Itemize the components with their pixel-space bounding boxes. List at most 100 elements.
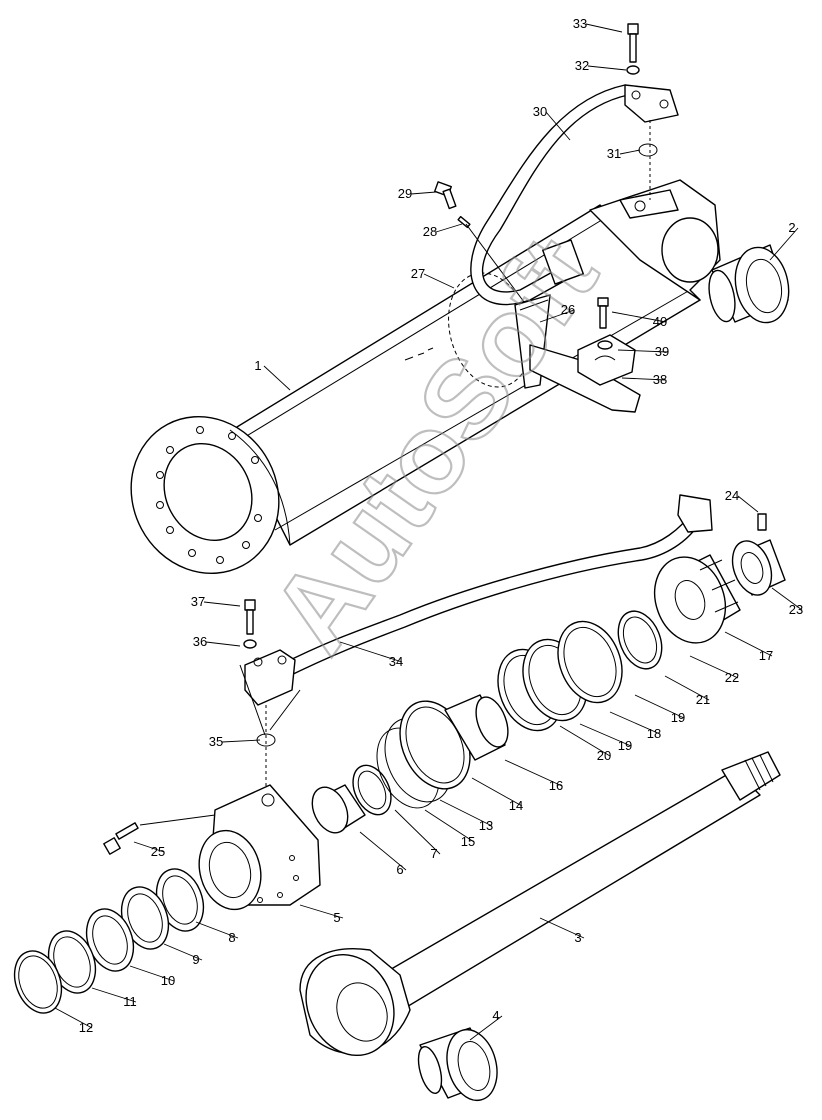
callout-leader-c40	[611, 311, 667, 323]
callout-label-c20: 20	[597, 748, 611, 763]
part-16-sleeve	[444, 694, 509, 761]
part-2-bushing	[708, 244, 790, 324]
callout-label-c31: 31	[607, 146, 621, 161]
callout-leader-c15	[424, 809, 475, 843]
callout-label-c35: 35	[209, 734, 223, 749]
callout-leader-c18	[609, 711, 661, 735]
callout-leader-c36	[205, 641, 241, 647]
part-6-bushing	[311, 784, 366, 834]
callout-label-c12: 12	[79, 1020, 93, 1035]
part-24-set-screw	[757, 513, 767, 531]
callout-leader-c2	[769, 227, 799, 261]
callout-label-c34: 34	[389, 654, 403, 669]
callout-label-c40: 40	[653, 314, 667, 329]
callout-label-c26: 26	[561, 302, 575, 317]
callout-label-c9: 9	[192, 952, 199, 967]
callout-label-c18: 18	[647, 726, 661, 741]
callout-leader-c25	[133, 841, 165, 853]
callout-label-c7: 7	[430, 846, 437, 861]
callout-label-c4: 4	[492, 1008, 499, 1023]
callout-label-c1: 1	[254, 358, 261, 373]
callout-label-c28: 28	[423, 224, 437, 239]
callout-label-c19b: 19	[671, 710, 685, 725]
callout-leader-c11	[91, 987, 137, 1003]
callout-leader-c39	[617, 349, 669, 353]
callout-leader-c31	[619, 149, 641, 155]
callout-label-c6: 6	[396, 862, 403, 877]
callout-label-c15: 15	[461, 834, 475, 849]
part-4-bushing	[417, 1027, 498, 1102]
callout-leader-c27	[423, 273, 455, 289]
part-callouts: 1234567891011121314151617181919202122232…	[54, 16, 803, 1041]
callout-leader-c7	[394, 809, 441, 855]
callout-leader-c19b	[634, 694, 685, 719]
part-32-washer	[626, 65, 640, 75]
part-40-bolt	[597, 297, 609, 329]
callout-label-c5: 5	[333, 910, 340, 925]
part-28-pin	[457, 215, 471, 229]
callout-leader-c17	[724, 631, 773, 657]
callout-leader-c6	[359, 831, 407, 871]
part-5-rod-head	[198, 784, 321, 911]
callout-label-c37: 37	[191, 594, 205, 609]
callout-leader-c14	[471, 777, 523, 807]
callout-leader-c30	[545, 111, 571, 141]
callout-label-c24: 24	[725, 488, 739, 503]
seal-rings-left	[13, 868, 205, 1014]
callout-leader-c3	[539, 917, 585, 939]
callout-leader-c32	[587, 65, 627, 71]
callout-label-c21: 21	[696, 692, 710, 707]
callout-leader-c20	[559, 725, 611, 757]
flange-bolt-holes	[156, 426, 262, 564]
callout-leader-c21	[664, 675, 710, 701]
callout-leader-c37	[203, 601, 241, 607]
part-39-nut	[597, 340, 613, 350]
callout-leader-c10	[129, 965, 175, 982]
part-38-bracket	[529, 334, 641, 413]
callout-label-c25: 25	[151, 844, 165, 859]
callout-leader-c9	[163, 943, 203, 961]
part-31-oring	[638, 143, 658, 157]
callout-label-c16: 16	[549, 778, 563, 793]
callout-label-c11: 11	[123, 994, 137, 1009]
part-17-piston	[653, 554, 741, 644]
callout-leader-c24	[737, 495, 759, 513]
callout-leader-c38	[621, 377, 667, 381]
callout-label-c39: 39	[655, 344, 669, 359]
callout-leader-c22	[689, 655, 739, 679]
part-25-bolt	[103, 822, 139, 855]
callout-label-c29: 29	[398, 186, 412, 201]
callout-leader-c4	[469, 1015, 503, 1041]
callout-label-c33: 33	[573, 16, 587, 31]
callout-label-c2: 2	[788, 220, 795, 235]
callout-label-c13: 13	[479, 818, 493, 833]
callout-label-c17: 17	[759, 648, 773, 663]
callout-label-c23: 23	[789, 602, 803, 617]
callout-label-c14: 14	[509, 798, 523, 813]
callout-leader-c23	[771, 587, 803, 611]
callout-label-c30: 30	[533, 104, 547, 119]
callout-leader-c33	[585, 23, 623, 33]
part-37-bolt	[244, 599, 256, 635]
part-3-piston-rod	[299, 751, 781, 1057]
callout-leader-c1	[263, 365, 291, 391]
callout-label-c8: 8	[228, 930, 235, 945]
callout-leader-c13	[439, 799, 493, 827]
part-36-washer	[243, 639, 257, 649]
part-34-lower-pipe	[244, 494, 713, 706]
callout-label-c32: 32	[575, 58, 589, 73]
part-23-nut	[731, 539, 786, 596]
callout-leader-c26	[539, 309, 575, 323]
callout-leader-c12	[54, 1007, 93, 1029]
callout-leader-c8	[195, 921, 239, 939]
callout-label-c19: 19	[618, 738, 632, 753]
piston-rings	[497, 610, 663, 732]
callout-label-c36: 36	[193, 634, 207, 649]
callout-leader-c16	[504, 759, 563, 787]
callout-leader-c19	[579, 723, 632, 747]
part-30-upper-pipe	[470, 84, 679, 306]
callout-leader-c5	[299, 904, 344, 919]
callout-label-c22: 22	[725, 670, 739, 685]
callout-label-c10: 10	[161, 973, 175, 988]
